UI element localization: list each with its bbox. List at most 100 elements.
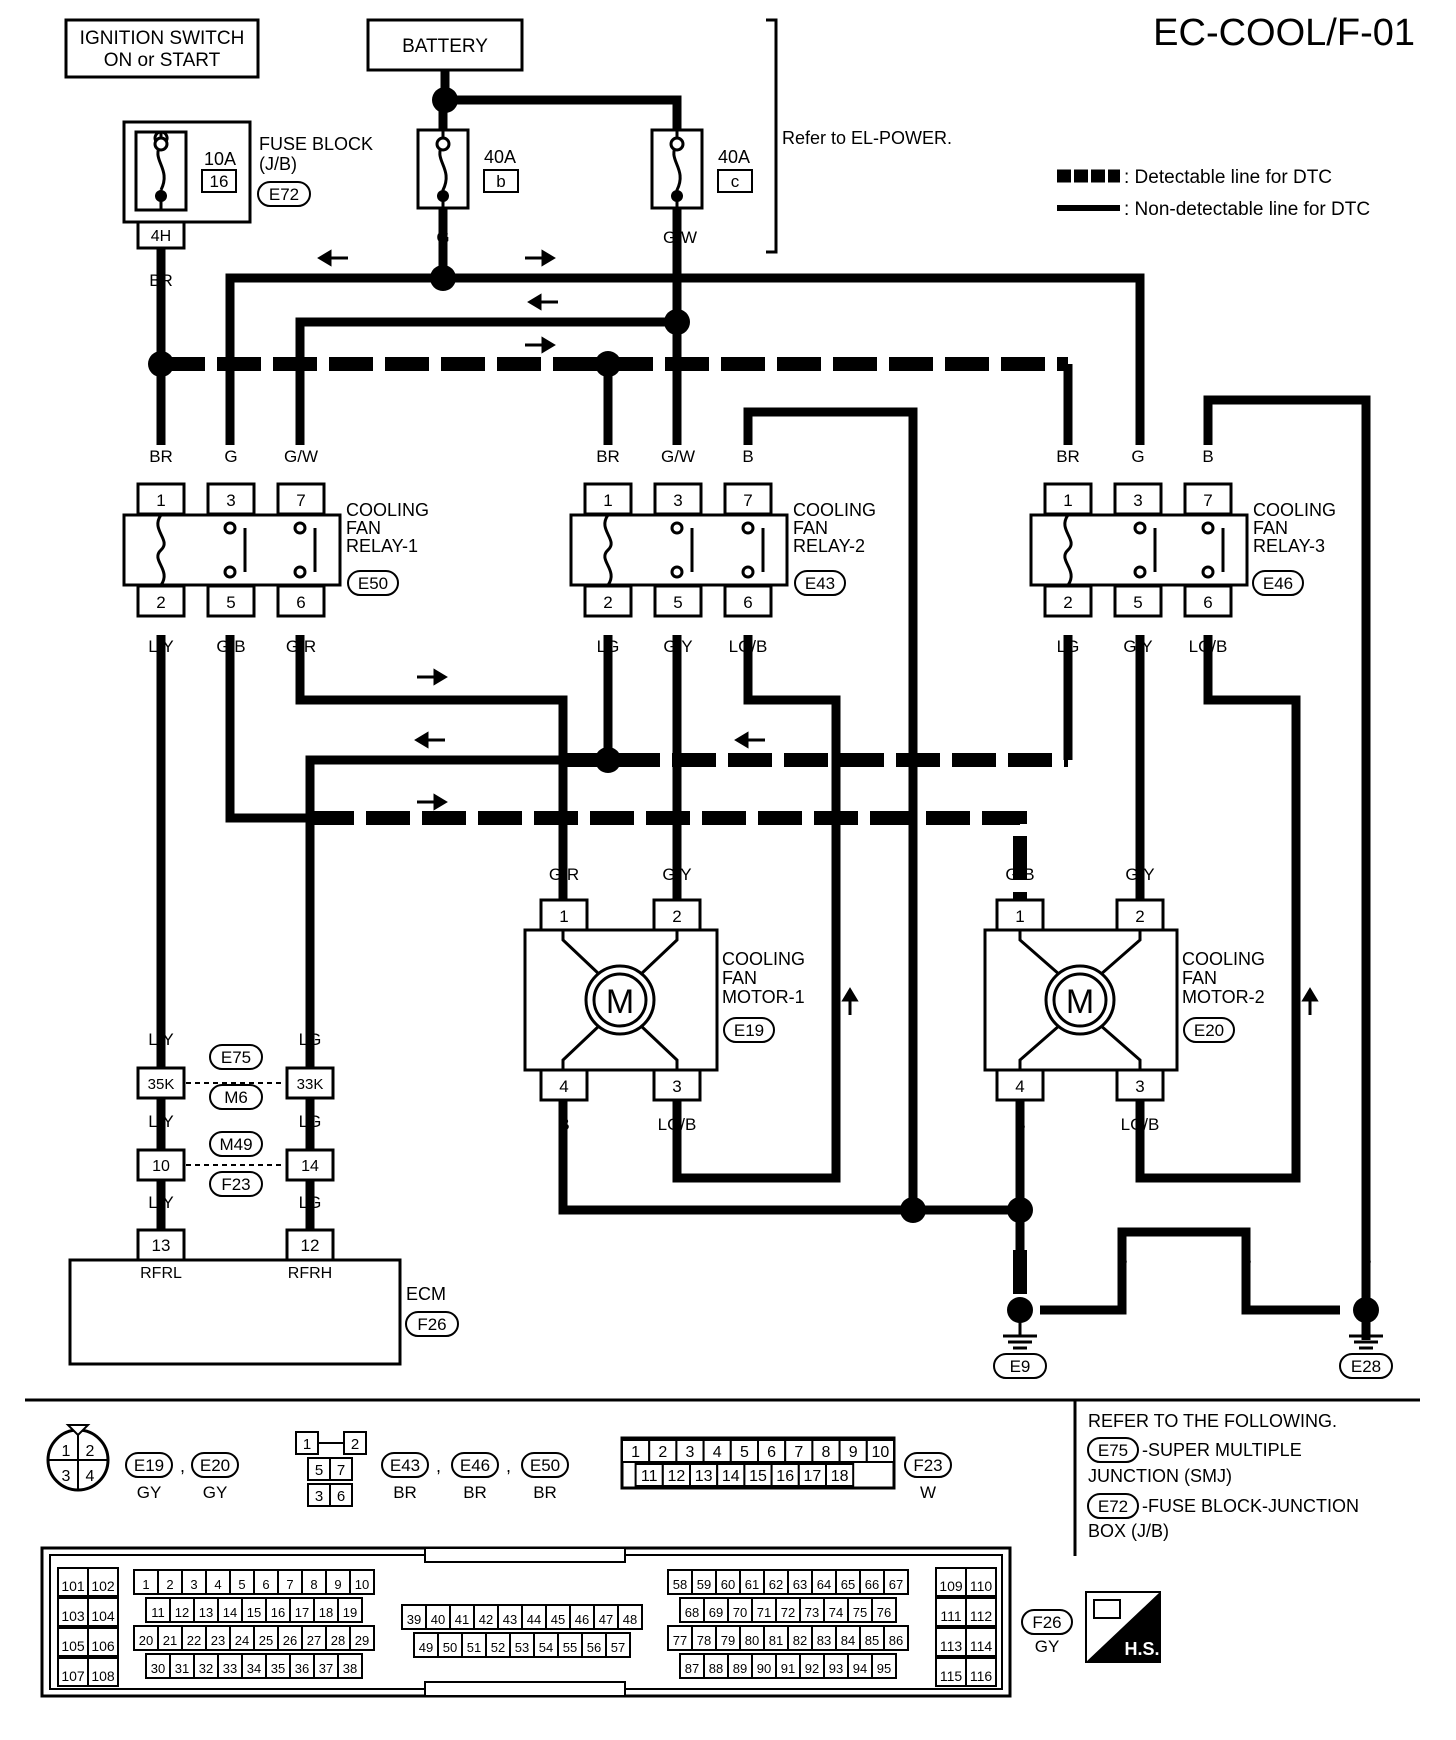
lg-label-1: LG [299,1030,322,1049]
ecm-pin-79: 79 [721,1633,735,1648]
ecm-pin-13: 13 [199,1605,213,1620]
f23-pin-17: 17 [804,1468,822,1485]
motor-face-pin-1: 1 [62,1443,71,1460]
ecm-pin-109: 109 [939,1578,963,1594]
ecm-pin-3: 3 [190,1577,197,1592]
ecm-pin-110: 110 [970,1578,993,1594]
motor-1-name3: MOTOR-1 [722,987,805,1007]
ecm-pin-101: 101 [61,1578,85,1594]
ecm-pin-114-cell [965,1627,997,1657]
relay-face-pin-1: 1 [303,1436,311,1453]
fusible-link-c-amps: 40A [718,147,750,167]
motor-face-pin-4: 4 [86,1468,95,1485]
motor-2-pin-1: 1 [1015,907,1024,926]
fuse-block: 10A 16 FUSE BLOCK (J/B) E72 4H [122,120,373,250]
ecm-pin-68: 68 [685,1605,699,1620]
joint2-right-pin: 14 [301,1158,319,1175]
ecm-pin-26-cell [277,1625,303,1651]
refer-conn-2: E72 [1098,1497,1128,1516]
ecm-pin-37: 37 [319,1661,333,1676]
ecm-pin-28: 28 [331,1633,345,1648]
ecm-pin-106: 106 [91,1638,115,1654]
relay-2-pin-5: 5 [673,593,682,612]
ecm-pin-108: 108 [91,1668,115,1684]
ecm-pin-8-cell [301,1569,327,1595]
ecm-pin-5: 5 [238,1577,245,1592]
ecm-pin-38: 38 [343,1661,357,1676]
ecm-pin-61: 61 [745,1577,759,1592]
relay-1-pin-2: 2 [156,593,165,612]
ecm-pin-78: 78 [697,1633,711,1648]
conn-e43: E43 [390,1456,420,1475]
ecm-pin-49: 49 [419,1640,433,1655]
wire-label-br-fuse: BR [149,271,173,290]
f23-pin-15: 15 [749,1468,767,1485]
fusible-link-b-id: b [496,172,505,191]
junction-dots [148,87,1379,1323]
ecm-pin-86: 86 [889,1633,903,1648]
ecm-pin-47-cell [593,1604,619,1630]
relay-1-pin-6: 6 [296,593,305,612]
relay-face-pin-5: 5 [315,1462,323,1479]
ecm-pin-4: 4 [214,1577,221,1592]
relay-3-wire-lgb: LG/B [1189,637,1228,656]
f23-pin-2: 2 [658,1444,667,1461]
ecm-pin-55: 55 [563,1640,577,1655]
f23-pin-10: 10 [872,1444,890,1461]
ecm-pin-85: 85 [865,1633,879,1648]
ecm-pin-11: 11 [151,1605,165,1620]
ecm-pin-55-cell [557,1632,583,1658]
ecm-pin-73-cell [799,1597,825,1623]
ecm-pin-29: 29 [355,1633,369,1648]
ecm-pin-41-cell [449,1604,475,1630]
ecm-pin-102-cell [87,1567,119,1597]
relay-3: 1 3 7 2 5 6 BR G B LG G/Y LG/B COOLING F… [1029,447,1336,656]
f23-pin-12: 12 [668,1468,686,1485]
ground-b-label-1: B [1014,1250,1025,1269]
ecm-pin-17: 17 [295,1605,309,1620]
ecm-pin-71-cell [751,1597,777,1623]
ecm-pin-30: 30 [151,1661,165,1676]
joint2-left-pin: 10 [152,1158,170,1175]
relay-face-pin-7: 7 [337,1462,345,1479]
ecm-pin-83-cell [811,1625,837,1651]
ecm-pin-104-cell [87,1597,119,1627]
motor-1-pin-4: 4 [559,1077,568,1096]
ecm-pin-63: 63 [793,1577,807,1592]
ignition-label-line2: ON or START [104,50,221,71]
ecm-pin-111: 111 [940,1608,961,1624]
relay-2-pin-3: 3 [673,491,682,510]
relay-1-wire-gb: G/B [216,637,245,656]
ecm-pin-101-cell [57,1567,89,1597]
ecm-pin-75: 75 [853,1605,867,1620]
ecm-pin-115-cell [935,1657,967,1687]
ecm-pin-40-cell [425,1604,451,1630]
relay-3-wire-g: G [1131,447,1144,466]
ecm-pin-32: 32 [199,1661,213,1676]
ecm-pin-12: 12 [175,1605,189,1620]
ecm-pin-43: 43 [503,1612,517,1627]
joint1-left-pin: 35K [148,1076,175,1093]
ecm-pin-110-cell [965,1567,997,1597]
conn-e20-color: GY [203,1483,228,1502]
ecm-pin-53: 53 [515,1640,529,1655]
ecm-term-rfrl: RFRL [140,1265,182,1282]
f23-pin-6: 6 [767,1444,776,1461]
relay-3-wire-br: BR [1056,447,1080,466]
relay-1-name1: COOLING [346,500,429,520]
ecm-pin-87-cell [679,1653,705,1679]
ecm-pin-67-cell [883,1569,909,1595]
wire-label-g-fuse: G [436,228,449,247]
ecm-pin-106-cell [87,1627,119,1657]
ecm-pin-52: 52 [491,1640,505,1655]
relay-1-pin-3: 3 [226,491,235,510]
relay-3-connector: E46 [1263,574,1293,593]
relay-face-pin-3: 3 [315,1488,323,1505]
ecm-pin-13: 13 [152,1236,171,1255]
ecm-pin-93: 93 [829,1661,843,1676]
ecm-pin-38-cell [337,1653,363,1679]
ecm-pin-2-cell [157,1569,183,1595]
motor-1-pin-2: 2 [672,907,681,926]
ecm-pin-111-cell [935,1597,967,1627]
ecm-pin-18-cell [313,1597,339,1623]
